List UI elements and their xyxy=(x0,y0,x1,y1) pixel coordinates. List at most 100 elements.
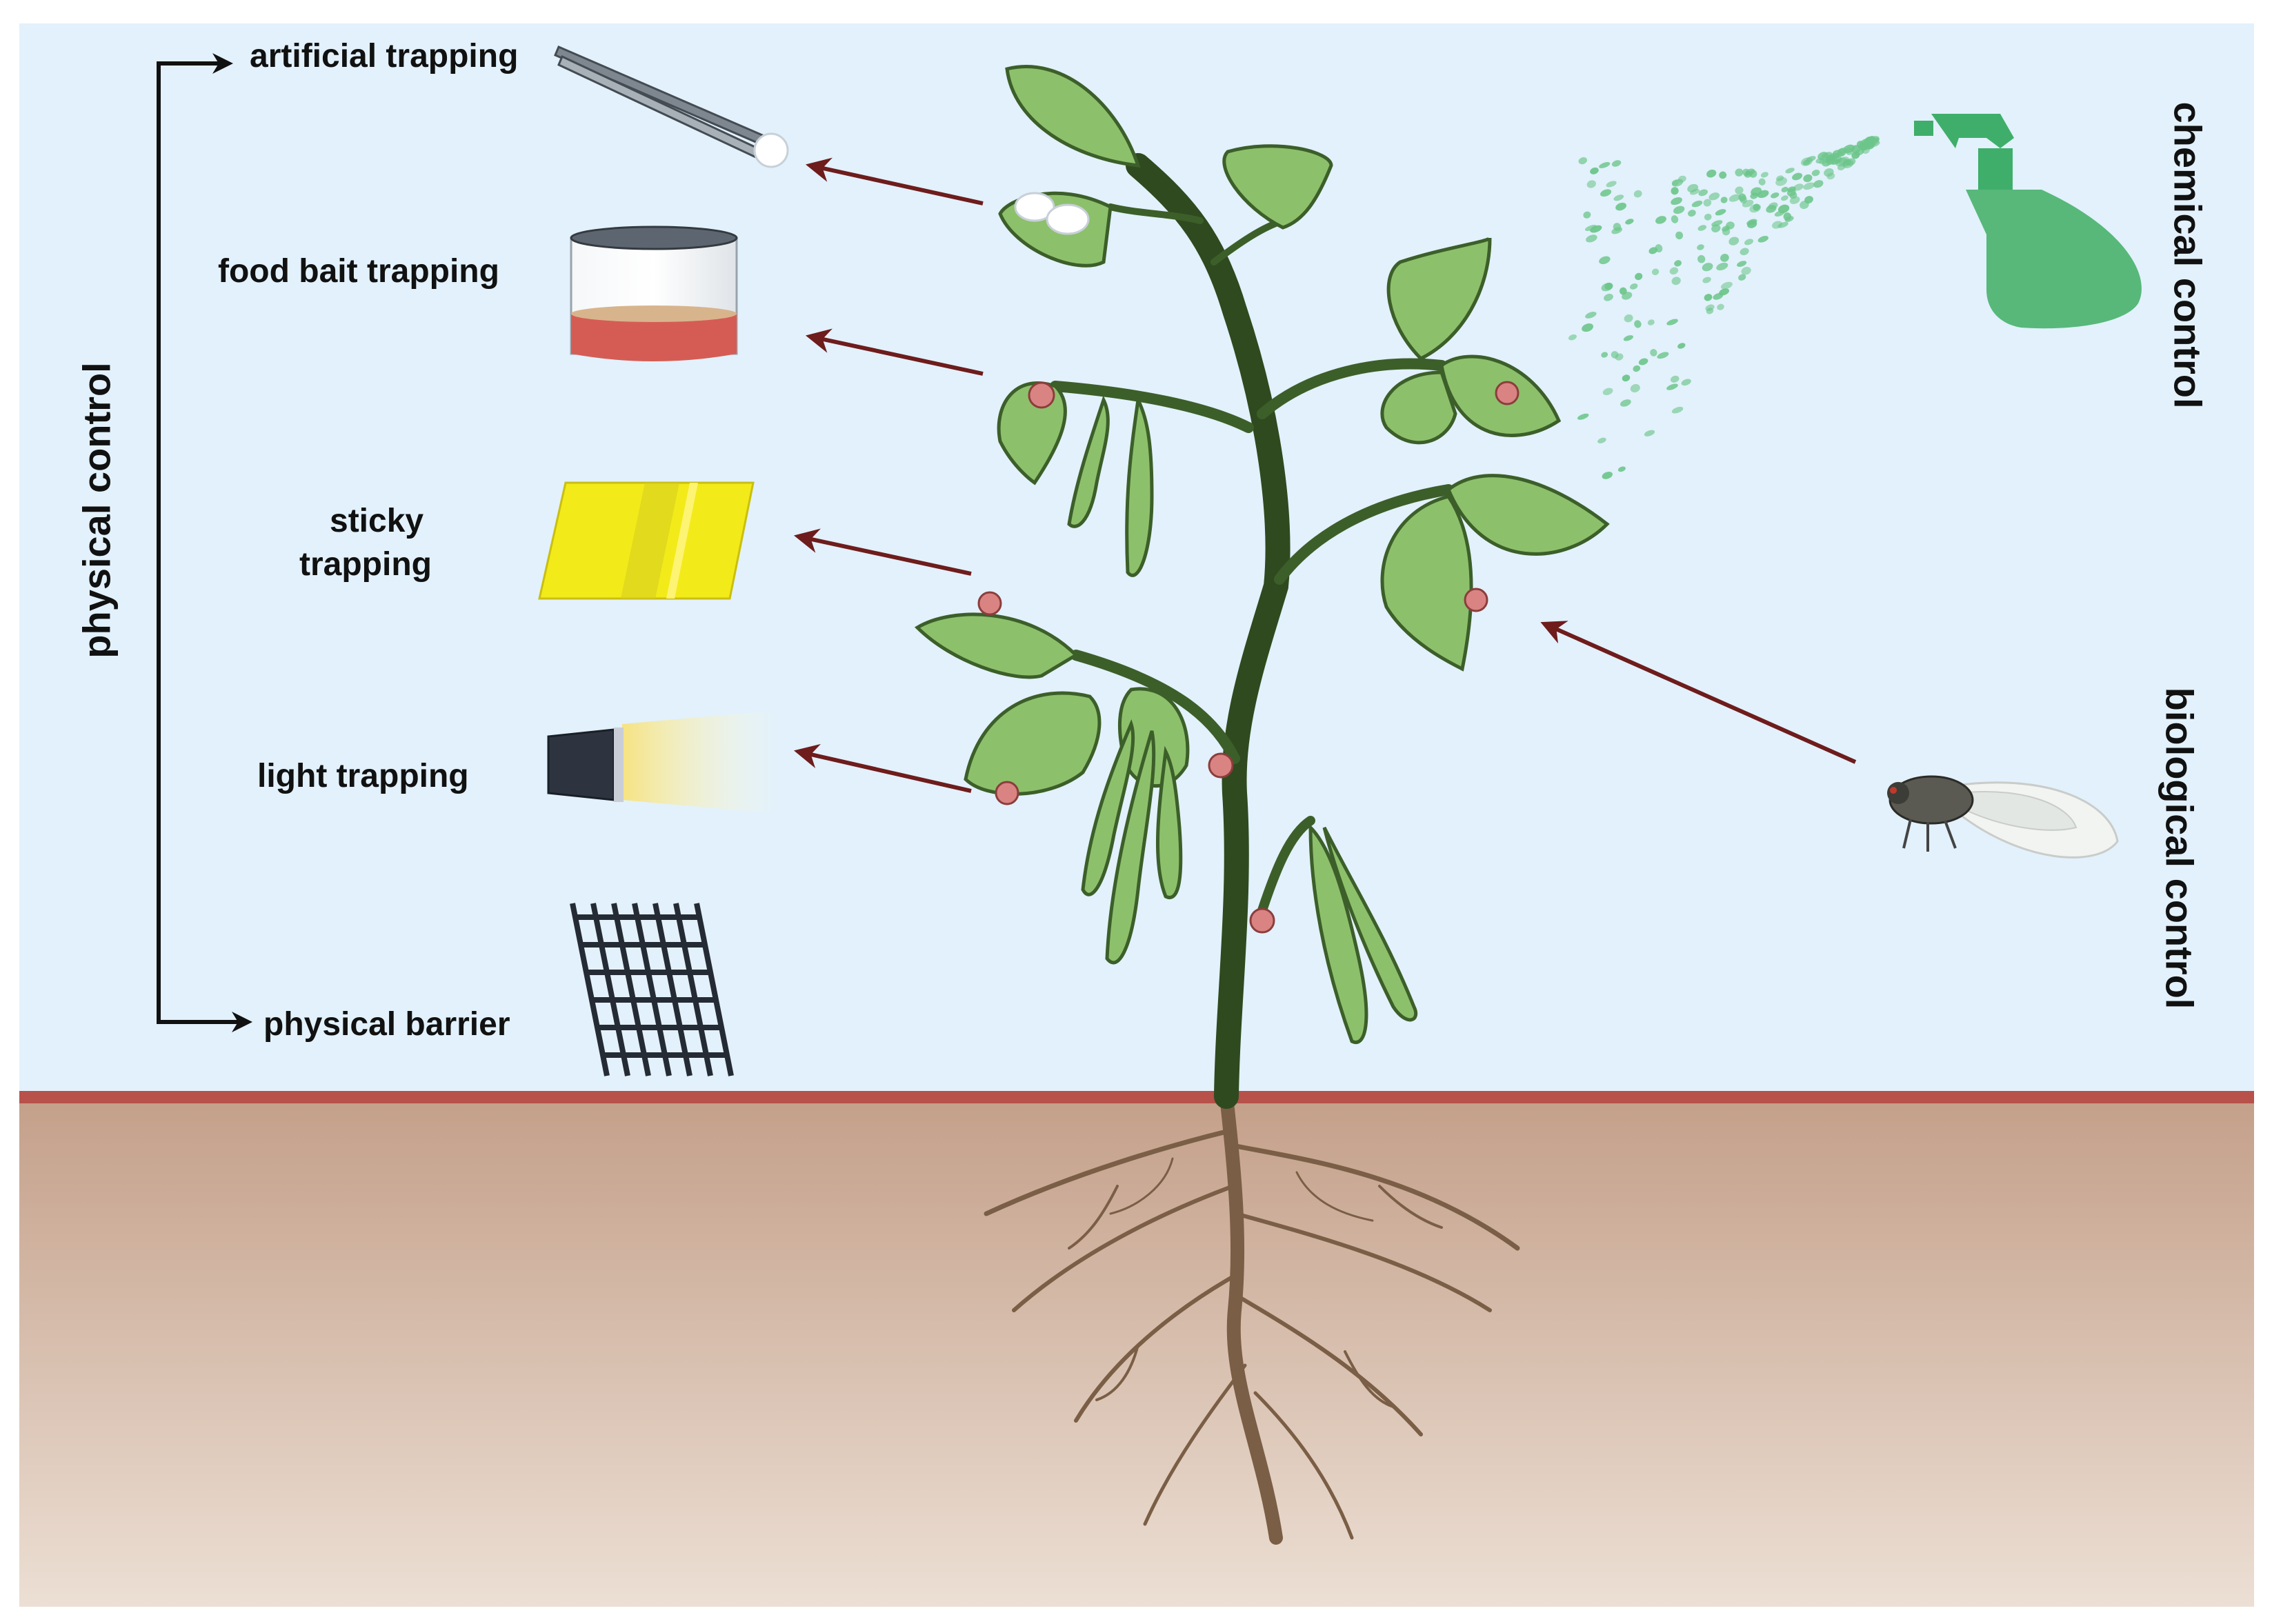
spray-droplet xyxy=(1669,267,1679,275)
pest-control-arrows xyxy=(793,157,1857,793)
spray-droplet xyxy=(1677,343,1686,349)
spray-droplet xyxy=(1601,283,1613,292)
spray-droplet xyxy=(1657,352,1669,359)
spray-droplet xyxy=(1735,168,1744,177)
spray-droplet xyxy=(1741,266,1751,275)
spray-droplet xyxy=(1586,180,1596,188)
spray-droplet xyxy=(1620,399,1631,407)
spray-droplet xyxy=(1629,283,1638,290)
mesh-net-icon xyxy=(570,903,734,1076)
spray-droplet xyxy=(1703,199,1712,207)
spray-droplet xyxy=(1803,174,1813,183)
spray-droplet xyxy=(1697,225,1707,231)
spray-droplet xyxy=(1744,239,1754,245)
spray-droplet xyxy=(1728,194,1741,202)
spray-droplet xyxy=(1578,157,1588,165)
mite-pest-icon xyxy=(977,381,1519,934)
spray-droplet xyxy=(1599,256,1611,265)
spray-droplet xyxy=(1638,358,1648,365)
cotton-balls xyxy=(1014,192,1090,235)
food-bait-jar-icon xyxy=(570,225,738,361)
spray-droplet xyxy=(1590,167,1599,174)
spray-droplet xyxy=(1604,294,1613,301)
spray-droplet xyxy=(1671,406,1684,414)
spray-droplet xyxy=(1671,215,1679,223)
spray-droplet xyxy=(1611,160,1622,167)
label-sticky-line1: sticky xyxy=(330,503,424,539)
spray-droplet xyxy=(1757,235,1768,243)
spray-droplet xyxy=(1821,152,1833,159)
spray-droplet xyxy=(1625,219,1634,225)
spray-droplet xyxy=(1777,204,1790,214)
label-chemical-control: chemical control xyxy=(2166,101,2210,409)
spray-droplet xyxy=(1737,261,1747,267)
spray-droplet xyxy=(1706,169,1717,178)
label-food-bait-trapping: food bait trapping xyxy=(218,253,499,290)
spray-droplet xyxy=(1568,334,1577,341)
spray-droplet xyxy=(1590,225,1602,233)
spray-droplet xyxy=(1671,277,1681,285)
spray-droplet xyxy=(1666,319,1678,325)
spray-droplet xyxy=(1740,248,1749,256)
spray-droplet xyxy=(1803,182,1815,190)
spray-droplet xyxy=(1615,202,1627,211)
spray-droplet xyxy=(1650,349,1657,357)
spray-droplet xyxy=(1611,351,1619,359)
spray-droplet xyxy=(1776,175,1784,181)
bean-pods xyxy=(1067,394,1418,1044)
spray-droplet xyxy=(1688,210,1696,217)
spray-droplet xyxy=(1633,365,1641,372)
spray-droplet xyxy=(1697,254,1706,263)
spray-droplet xyxy=(1674,260,1682,267)
spray-droplet xyxy=(1715,209,1726,216)
spray-droplet xyxy=(1768,202,1778,210)
spray-droplet xyxy=(1704,294,1713,301)
spray-droplet xyxy=(1585,225,1597,231)
spray-droplet xyxy=(1783,212,1792,221)
spray-droplet xyxy=(1738,193,1746,201)
spray-droplet xyxy=(1749,203,1762,213)
spray-droplet xyxy=(1789,196,1800,204)
spray-droplet xyxy=(1811,169,1820,177)
spray-droplet xyxy=(1742,199,1754,208)
spray-droplet xyxy=(1792,172,1803,181)
spray-droplet xyxy=(1708,192,1720,201)
spray-droplet xyxy=(1585,312,1597,319)
spray-droplet xyxy=(1698,189,1708,197)
spray-droplet xyxy=(1655,216,1666,224)
spray-bottle-icon xyxy=(1914,114,2142,329)
label-physical-barrier: physical barrier xyxy=(263,1006,510,1043)
spray-droplet xyxy=(1702,277,1711,283)
spray-droplet xyxy=(1675,231,1684,240)
tweezers-cotton-icon xyxy=(554,46,789,168)
spray-droplet xyxy=(1711,220,1723,227)
spray-droplet xyxy=(1617,466,1626,472)
spray-droplet xyxy=(1691,200,1703,208)
spray-droplet xyxy=(1611,227,1623,234)
label-biological-control: biological control xyxy=(2158,687,2202,1010)
spray-droplet xyxy=(1651,268,1660,276)
spray-droplet xyxy=(1622,374,1631,382)
spray-droplet xyxy=(1704,213,1712,221)
spray-droplet xyxy=(1720,281,1733,290)
spray-droplet xyxy=(1749,170,1757,178)
spray-droplet xyxy=(1577,413,1589,420)
spray-droplet xyxy=(1602,472,1613,479)
spray-droplet xyxy=(1786,188,1796,197)
spray-droplet xyxy=(1677,175,1686,183)
spray-droplet xyxy=(1666,383,1678,390)
spray-droplet xyxy=(1597,437,1606,443)
spray-droplet xyxy=(1837,157,1849,165)
spray-droplet xyxy=(1781,186,1788,192)
spray-droplet xyxy=(1673,205,1685,214)
spray-droplet xyxy=(1623,335,1633,341)
spray-droplet xyxy=(1713,292,1724,300)
spray-droplet xyxy=(1720,197,1728,203)
spray-droplet xyxy=(1845,147,1853,155)
spray-droplet xyxy=(1705,304,1715,311)
spray-droplet xyxy=(1777,221,1788,228)
plant-roots xyxy=(984,1090,1520,1545)
soil-surface-line xyxy=(19,1091,2254,1103)
